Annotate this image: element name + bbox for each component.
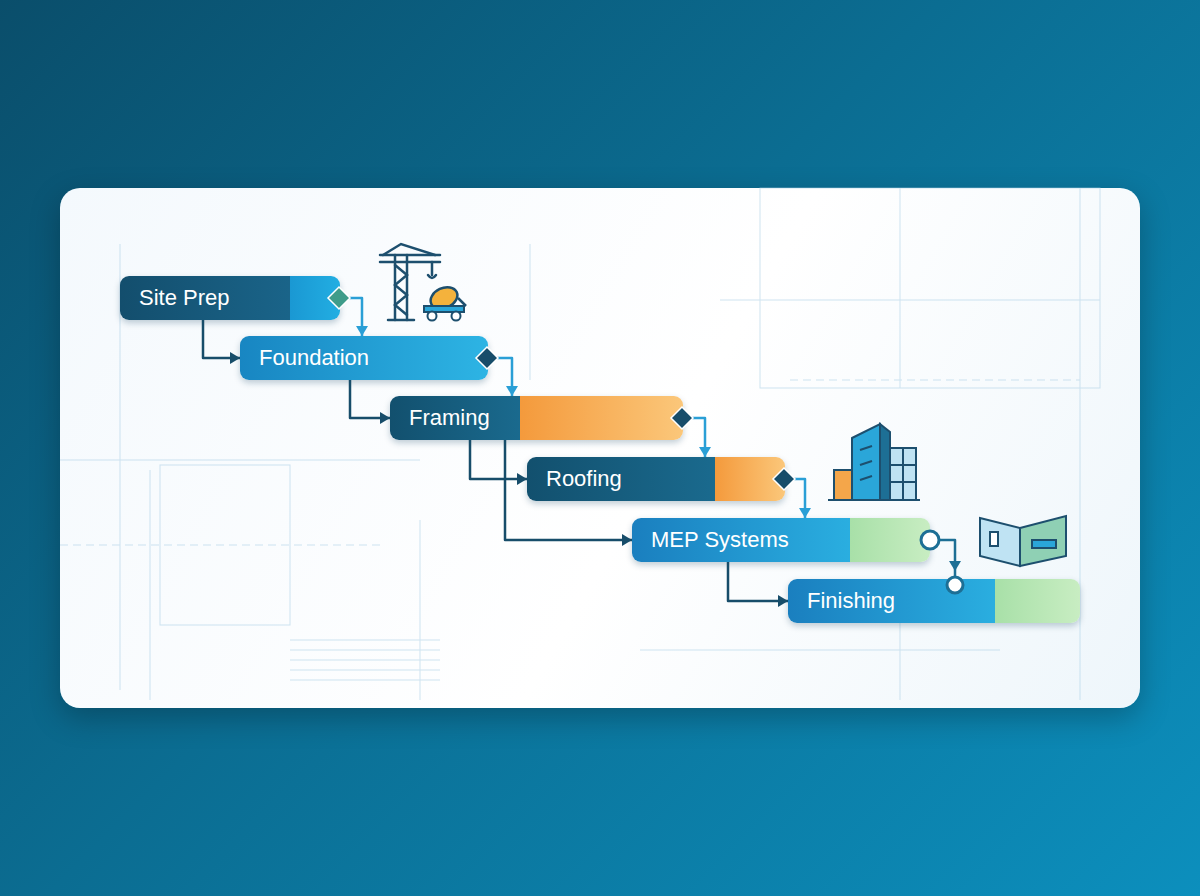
- arrow-head: [799, 508, 811, 518]
- task-bar: Framing: [390, 396, 683, 440]
- dependency-connector: [488, 358, 518, 396]
- arrow-head: [699, 447, 711, 457]
- dependency-connector: [785, 479, 811, 518]
- arrow-head: [380, 412, 390, 424]
- building-icon: [828, 424, 920, 500]
- mixer-icon: [424, 283, 466, 320]
- task-label: MEP Systems: [651, 529, 789, 551]
- arrow-head: [949, 561, 961, 571]
- dependency-connector: [683, 418, 711, 457]
- room-icon: [980, 516, 1066, 566]
- dependency-connector: [470, 440, 527, 485]
- task-label: Foundation: [259, 347, 369, 369]
- task-bar: MEP Systems: [632, 518, 930, 562]
- task-label: Framing: [409, 407, 490, 429]
- dependency-connector: [340, 298, 368, 336]
- task-label: Site Prep: [139, 287, 230, 309]
- arrow-head: [230, 352, 240, 364]
- task-bar: Roofing: [527, 457, 785, 501]
- card-panel: [60, 188, 1140, 708]
- arrow-head: [778, 595, 788, 607]
- task-bar: Foundation: [240, 336, 488, 380]
- arrow-head: [506, 386, 518, 396]
- arrow-head: [356, 326, 368, 336]
- dependency-connector: [728, 562, 788, 607]
- task-label: Roofing: [546, 468, 622, 490]
- task-bar: Site Prep: [120, 276, 340, 320]
- task-label: Finishing: [807, 590, 895, 612]
- arrow-head: [622, 534, 632, 546]
- task-bar: Finishing: [788, 579, 1080, 623]
- dependency-connector: [203, 320, 240, 364]
- dependency-connector: [350, 380, 390, 424]
- arrow-head: [517, 473, 527, 485]
